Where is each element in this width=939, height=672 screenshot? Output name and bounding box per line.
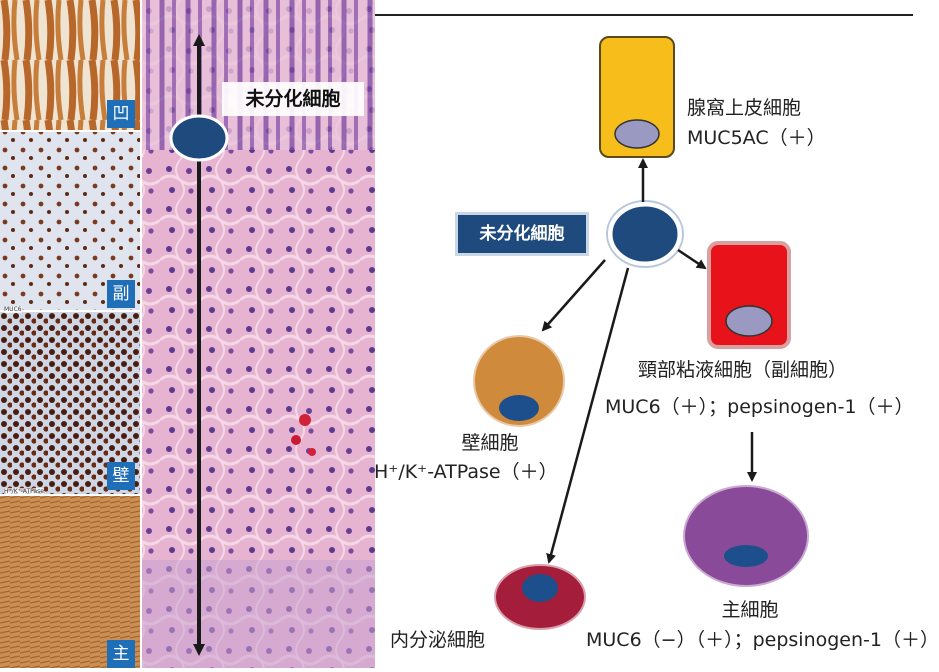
top-border-line <box>375 14 913 16</box>
arrow-to-mucous-neck <box>677 248 707 270</box>
stain-label-parietal: 壁 <box>107 462 135 490</box>
histology-stem-cell <box>169 114 229 162</box>
stem-cell-outline <box>606 200 684 268</box>
stain-label-accessory: 副 <box>107 280 135 308</box>
mucous-neck-cell-name: 頸部粘液細胞（副細胞） <box>638 359 848 381</box>
stem-cell <box>609 203 681 265</box>
parietal-nucleus <box>499 395 539 421</box>
arrow-to-endocrine <box>546 267 630 564</box>
mucous-neck-cell-marker: MUC6（＋）；pepsinogen-1（＋） <box>605 396 914 418</box>
parietal-cell <box>473 335 565 427</box>
arrow-to-parietal <box>541 259 606 332</box>
parietal-cell-name: 壁細胞 <box>461 432 519 454</box>
foveolar-nucleus <box>614 119 660 149</box>
stain-tiny-label-atpase: H⁺/K⁺-ATPase <box>4 488 44 495</box>
endocrine-nucleus <box>522 574 558 602</box>
differentiation-diagram <box>169 34 809 656</box>
foveolar-cell-name: 腺窩上皮細胞 <box>687 97 802 119</box>
parietal-cell-marker: H⁺/K⁺-ATPase（＋） <box>374 461 558 483</box>
histology-panel: 凹 副 壁 主 MUC6 H⁺/K⁺-ATPase 未分化細胞 <box>0 0 375 668</box>
undifferentiated-cell-label: 未分化細胞 <box>458 215 586 253</box>
endocrine-cell-name: 内分泌細胞 <box>390 629 486 651</box>
stain-tiny-label-muc6: MUC6 <box>4 306 22 313</box>
chief-cell <box>683 485 809 587</box>
foveolar-cell-marker: MUC5AC（＋） <box>687 127 826 149</box>
mucous-neck-nucleus <box>725 305 773 337</box>
chief-nucleus <box>724 545 768 567</box>
stain-label-pit: 凹 <box>107 100 135 128</box>
chief-cell-marker: MUC6（−）（＋）；pepsinogen-1（＋） <box>586 629 939 651</box>
stain-label-chief: 主 <box>107 640 135 668</box>
chief-cell-name: 主細胞 <box>721 599 779 621</box>
histology-undifferentiated-label: 未分化細胞 <box>222 82 364 116</box>
